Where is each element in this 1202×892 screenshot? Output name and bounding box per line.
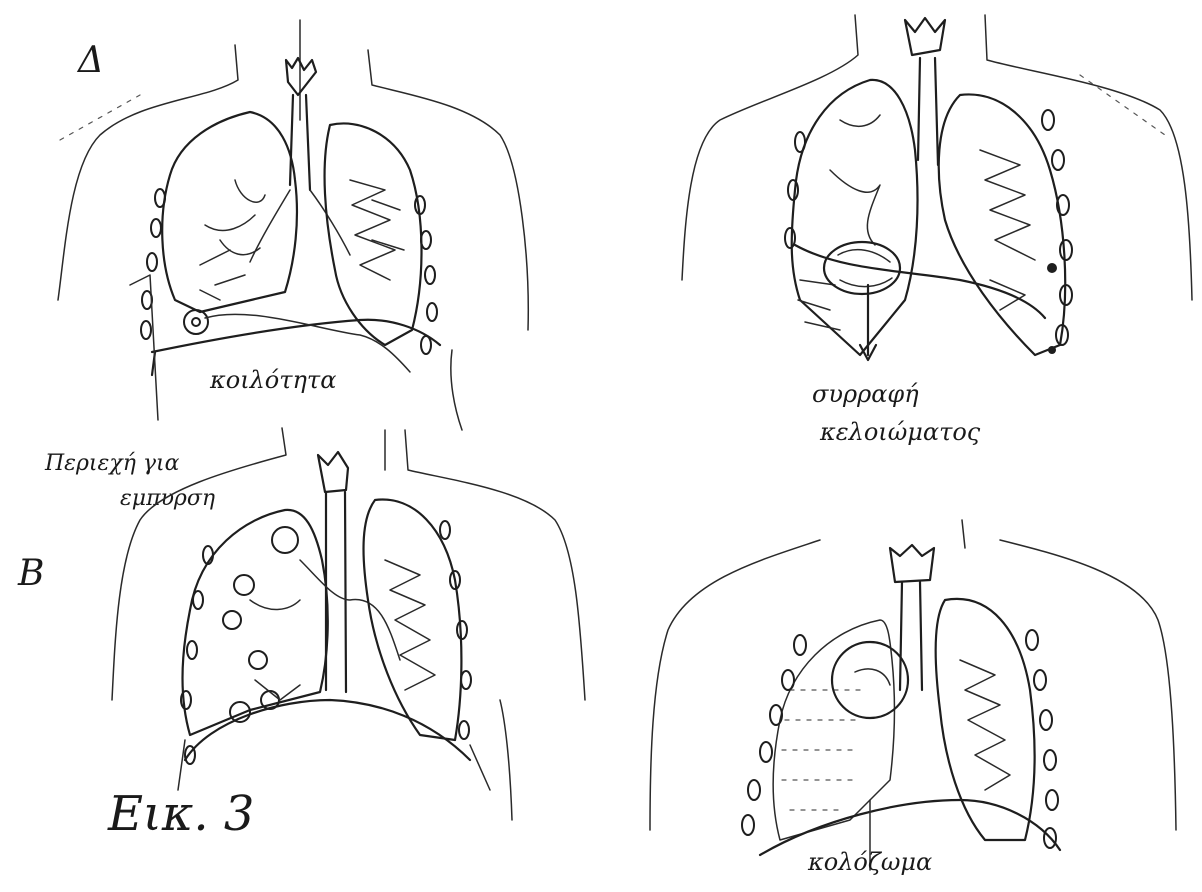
label-suture-line2: κελοιώματος: [819, 418, 981, 446]
label-closure: κολόζωμα: [807, 848, 932, 876]
trachea-bottom-left: [318, 452, 348, 692]
panel-top-right: συρραφή κελοιώματος: [682, 15, 1192, 446]
torso-outline-bottom-right: [650, 520, 1176, 830]
trachea-top-right: [905, 18, 945, 165]
right-lung-bottom-left: [183, 510, 401, 735]
label-suture-line1: συρραφή: [812, 380, 919, 408]
drain-tube-top-left: [130, 275, 462, 430]
panel-top-left: Δ κοιλότητα: [58, 20, 528, 430]
pleural-nodules-top-right: [785, 110, 1072, 354]
panel-bottom-right: κολόζωμα: [650, 520, 1176, 876]
left-lung-bottom-right: [936, 599, 1035, 840]
trachea-bottom-right: [890, 545, 934, 690]
right-lung-top-right: [792, 80, 918, 355]
drain-note-line2: εμπυρση: [120, 486, 215, 511]
label-cavity: κοιλότητα: [209, 366, 336, 394]
panel-letter-b: B: [17, 553, 44, 594]
drain-note-line1: Περιεχή για: [44, 451, 180, 476]
excision-site-top-right: [795, 242, 1045, 360]
panel-bottom-left: B Εικ. 3: [17, 428, 585, 842]
left-lung-bottom-left: [364, 500, 462, 740]
panel-letter-delta: Δ: [76, 40, 104, 81]
figure-caption: Εικ. 3: [107, 786, 254, 842]
left-lung-top-right: [939, 94, 1065, 355]
